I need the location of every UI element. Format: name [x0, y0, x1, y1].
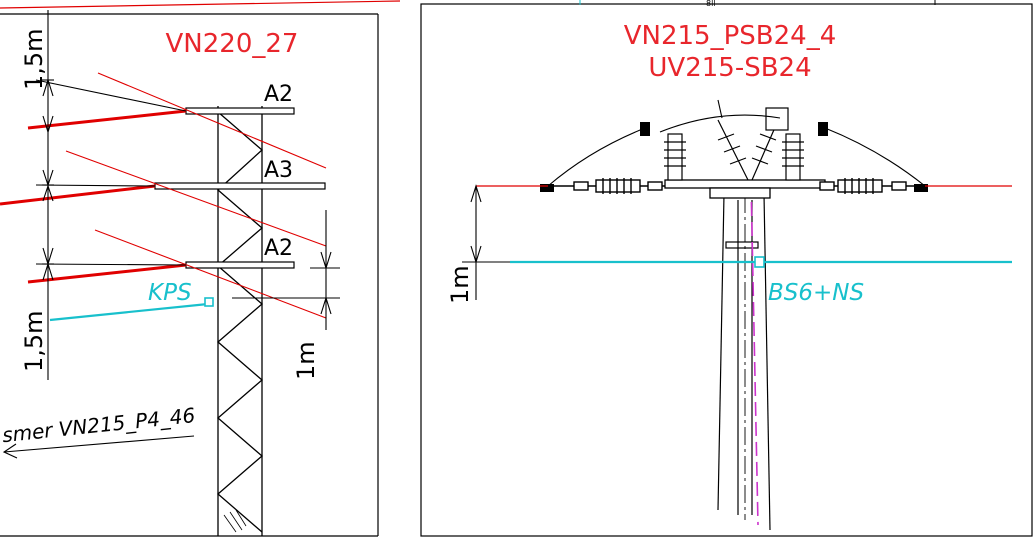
right-dim-label: 1m — [446, 265, 474, 304]
lattice-tower — [217, 106, 263, 536]
end-clamps — [540, 122, 928, 192]
right-panel-frame — [420, 3, 1033, 537]
crossarm-label-a2-top: A2 — [264, 82, 293, 107]
crossarm-label-a2-bottom: A2 — [264, 236, 293, 261]
crossarm-label-a3: A3 — [264, 158, 293, 183]
bs6ns-label: BS6+NS — [768, 280, 864, 306]
direction-label: smer VN215_P4_46 — [1, 403, 196, 447]
insulator-strings — [548, 178, 925, 194]
concrete-pole — [717, 193, 771, 531]
kps-attachment-point — [204, 297, 214, 307]
left-thin-conductors — [65, 72, 327, 319]
dim-right-label: 1m — [292, 341, 320, 380]
bs6ns-attachment-point — [754, 256, 765, 268]
direction-arrow-icon — [2, 435, 195, 459]
kps-label: KPS — [148, 280, 192, 306]
left-panel-frame — [0, 13, 379, 537]
right-panel-title-line1: VN215_PSB24_4 — [624, 21, 837, 51]
kps-line — [49, 302, 209, 322]
tower-base-hatch — [223, 509, 247, 533]
top-fragment-label: 8ll — [706, 0, 716, 8]
left-thick-conductors — [0, 109, 187, 284]
right-panel-dimension — [462, 184, 510, 300]
right-panel-title-line2: UV215-SB24 — [648, 53, 811, 83]
left-panel-title: VN220_27 — [166, 29, 299, 59]
post-insulators — [664, 107, 804, 181]
pole-earth-wire — [750, 181, 759, 526]
right-dimension-lines — [232, 210, 340, 330]
dim-bottom-label: 1,5m — [20, 310, 48, 372]
left-dimension-lines — [35, 10, 187, 380]
jumper-wires — [547, 99, 926, 187]
top-border-fragment — [0, 0, 936, 9]
switch-crossarm — [664, 179, 826, 199]
dim-top-label: 1,5m — [20, 28, 48, 90]
